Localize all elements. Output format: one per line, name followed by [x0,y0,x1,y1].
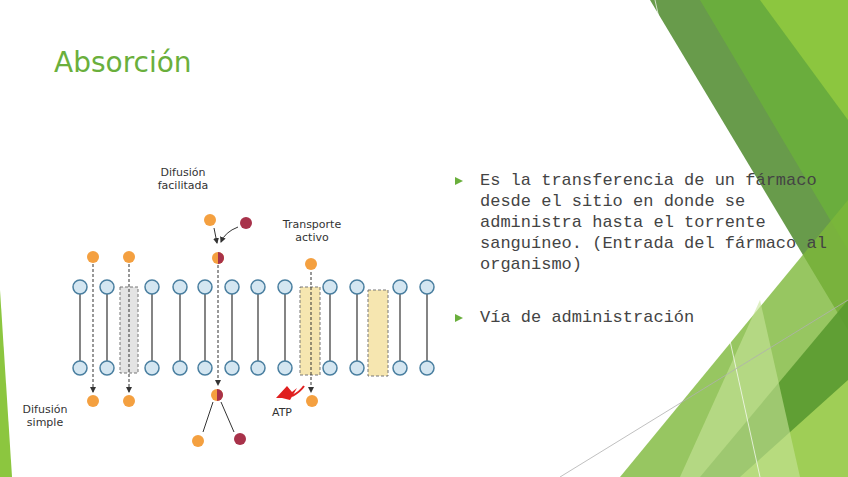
lipid-head [100,280,114,294]
deco-shape [680,300,800,477]
split-arrow [203,402,213,432]
molecule [306,395,318,407]
lipid-head [323,280,337,294]
lipid-head [420,280,434,294]
molecule [211,389,223,401]
lipid-tail [151,294,152,361]
deco-shape [700,0,848,250]
lipid-head [198,361,212,375]
lipid-tail [329,294,330,361]
binding-arrow [221,227,238,242]
molecule [204,214,216,226]
carrier-molecule [240,217,252,229]
atp-symbol [276,386,297,400]
carrier-protein [300,287,320,375]
diffusion-arrow [218,265,219,385]
molecule [192,435,204,447]
lipid-tail [257,294,258,361]
lipid-head [100,361,114,375]
process-label: Transporte activo [277,218,347,244]
molecule [212,252,224,264]
transport-arrow [311,272,312,392]
molecule [87,395,99,407]
lipid-tail [399,294,400,361]
lipid-head [145,280,159,294]
lipid-head [145,361,159,375]
carrier-molecule [234,433,246,445]
lipid-head [225,280,239,294]
lipid-tail [79,294,80,361]
carrier-protein [368,290,388,376]
molecule [305,258,317,270]
lipid-tail [231,294,232,361]
molecule [87,251,99,263]
lipid-head [393,280,407,294]
lipid-head [198,280,212,294]
lipid-head [420,361,434,375]
lipid-head [73,280,87,294]
bullet-text: Es la transferencia de un fármaco desde … [480,170,840,275]
lipid-tail [179,294,180,361]
lipid-head [225,361,239,375]
lipid-head [350,361,364,375]
binding-arrow [214,228,217,243]
bullet-marker [455,177,463,185]
split-arrow [221,402,234,432]
lipid-tail [426,294,427,361]
deco-shape [760,0,848,120]
lipid-head [350,280,364,294]
lipid-tail [106,294,107,361]
diffusion-arrow [129,264,130,392]
lipid-head [278,280,292,294]
lipid-head [73,361,87,375]
lipid-tail [284,294,285,361]
diffusion-arrow [93,264,94,392]
atp-link [292,386,304,396]
lipid-head [393,361,407,375]
lipid-head [251,361,265,375]
lipid-head [173,280,187,294]
bullet-marker [455,314,463,322]
lipid-head [278,361,292,375]
molecule [123,251,135,263]
molecule [123,395,135,407]
lipid-tail [204,294,205,361]
bullet-text: Vía de administración [480,307,840,328]
molecule-label: ATP [262,406,302,419]
lipid-tail [356,294,357,361]
slide-title: Absorción [54,46,192,79]
deco-shape [0,290,12,477]
process-label: Difusión simple [15,403,75,429]
lipid-head [173,361,187,375]
lipid-head [251,280,265,294]
lipid-head [323,361,337,375]
process-label: Difusión facilitada [148,166,218,192]
